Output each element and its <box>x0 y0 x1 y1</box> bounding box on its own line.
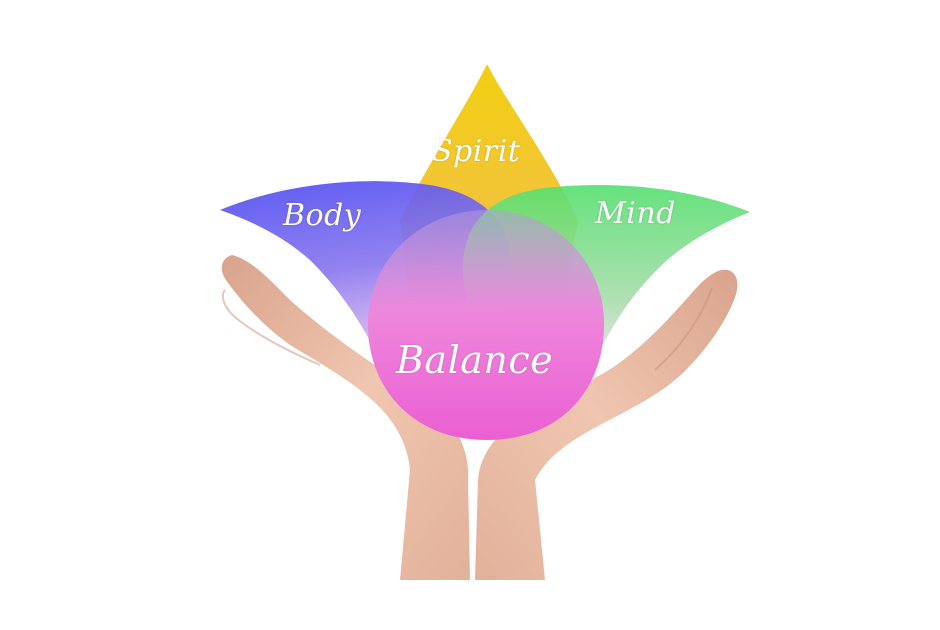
right-hand <box>475 269 738 580</box>
body-label: Body <box>283 198 362 233</box>
balance-petal <box>367 210 605 440</box>
balance-label: Balance <box>396 338 554 382</box>
left-hand <box>221 255 470 580</box>
mind-label: Mind <box>595 196 676 231</box>
spirit-label: Spirit <box>432 134 521 169</box>
